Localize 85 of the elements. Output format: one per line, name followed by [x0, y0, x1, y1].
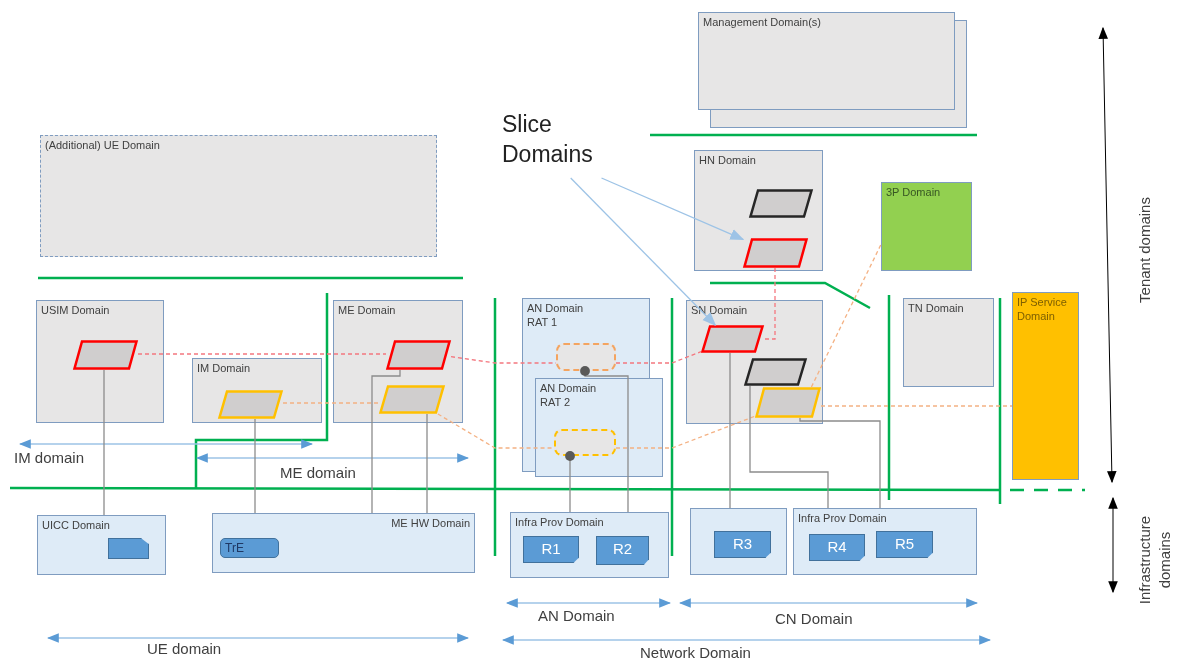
slice-parallelogram — [218, 390, 283, 419]
domain-box — [698, 12, 955, 110]
dimension-label: UE domain — [147, 640, 222, 657]
slice-parallelogram — [755, 387, 821, 418]
domain-box — [881, 182, 972, 271]
resource-label: R1 — [540, 540, 562, 559]
resource-label: R2 — [611, 540, 634, 559]
component-box — [220, 538, 279, 558]
slice-parallelogram — [749, 189, 813, 218]
domain-box — [1012, 292, 1079, 480]
domain-label: SN Domain — [691, 304, 748, 318]
connector-line — [371, 369, 401, 514]
domain-box — [694, 150, 823, 271]
slice-parallelogram — [379, 385, 445, 414]
connector-line — [565, 451, 575, 513]
slice-outline — [554, 429, 616, 456]
slice-parallelogram — [744, 358, 807, 386]
connector-line — [282, 402, 380, 404]
axis-label: Tenant domains — [1135, 196, 1154, 305]
domain-label: Management Domain(s) — [703, 16, 821, 30]
resource-box — [596, 536, 649, 565]
arrow — [600, 177, 745, 241]
domain-box — [903, 298, 994, 387]
axis-label: Infrastructure domains — [1135, 514, 1174, 607]
resource-box — [876, 531, 933, 558]
connector-line — [799, 417, 881, 509]
domain-box — [686, 300, 823, 424]
dimension-label: Network Domain — [640, 644, 751, 661]
connector-line — [426, 413, 428, 514]
slice-outline — [556, 343, 616, 371]
connector-line — [820, 405, 1013, 407]
sim-card-shape — [108, 538, 149, 559]
dimension-label: CN Domain — [775, 610, 853, 627]
connector-line — [763, 267, 776, 340]
resource-label: R5 — [893, 535, 916, 554]
domain-label: IP Service Domain — [1017, 296, 1068, 324]
domain-box — [510, 512, 669, 578]
connector-line — [580, 366, 629, 513]
dimension-label: IM domain — [14, 449, 85, 466]
arrow — [570, 177, 717, 326]
connector-line — [254, 418, 256, 514]
dimension-label: AN Domain — [538, 607, 615, 624]
domain-box — [690, 508, 787, 575]
domain-label: 3P Domain — [886, 186, 941, 200]
slice-parallelogram — [743, 238, 808, 268]
domain-box — [36, 300, 164, 423]
domain-label: Infra Prov Domain — [798, 512, 887, 526]
slice-parallelogram — [386, 340, 451, 370]
connector-line — [615, 351, 702, 364]
connector-line — [810, 243, 882, 388]
connector-line — [137, 353, 387, 355]
domain-label: USIM Domain — [41, 304, 110, 318]
resource-label: R4 — [826, 538, 848, 557]
domain-label: UICC Domain — [42, 519, 110, 533]
domain-label: TrE — [225, 541, 244, 556]
domain-box — [40, 135, 437, 257]
domain-box — [37, 515, 166, 575]
domain-box — [192, 358, 322, 423]
resource-label: R3 — [731, 535, 754, 554]
dimension-label: ME domain — [280, 464, 356, 481]
domain-label: ME HW Domain — [391, 517, 470, 531]
slice-parallelogram — [73, 340, 138, 370]
slice-parallelogram — [701, 325, 764, 353]
connector-line — [729, 352, 731, 509]
domain-box — [212, 513, 475, 573]
domain-label: IM Domain — [197, 362, 251, 376]
domain-label: TN Domain — [908, 302, 964, 316]
domain-label: HN Domain — [699, 154, 756, 168]
connector-line — [615, 415, 756, 449]
domain-label: AN Domain RAT 1 — [527, 302, 585, 330]
domain-box — [333, 300, 463, 423]
domain-label: ME Domain — [338, 304, 396, 318]
domain-box — [535, 378, 663, 477]
connector-line — [749, 385, 829, 509]
domain-label: Infra Prov Domain — [515, 516, 604, 530]
resource-box — [523, 536, 579, 563]
domain-label: AN Domain RAT 2 — [540, 382, 598, 410]
resource-box — [809, 534, 865, 561]
domain-label: (Additional) UE Domain — [45, 139, 160, 153]
resource-box — [714, 531, 771, 558]
callout-label: Slice Domains — [502, 110, 594, 169]
domain-box — [522, 298, 650, 378]
connector-line — [103, 369, 105, 516]
domain-box — [793, 508, 977, 575]
connector-line — [437, 413, 555, 449]
